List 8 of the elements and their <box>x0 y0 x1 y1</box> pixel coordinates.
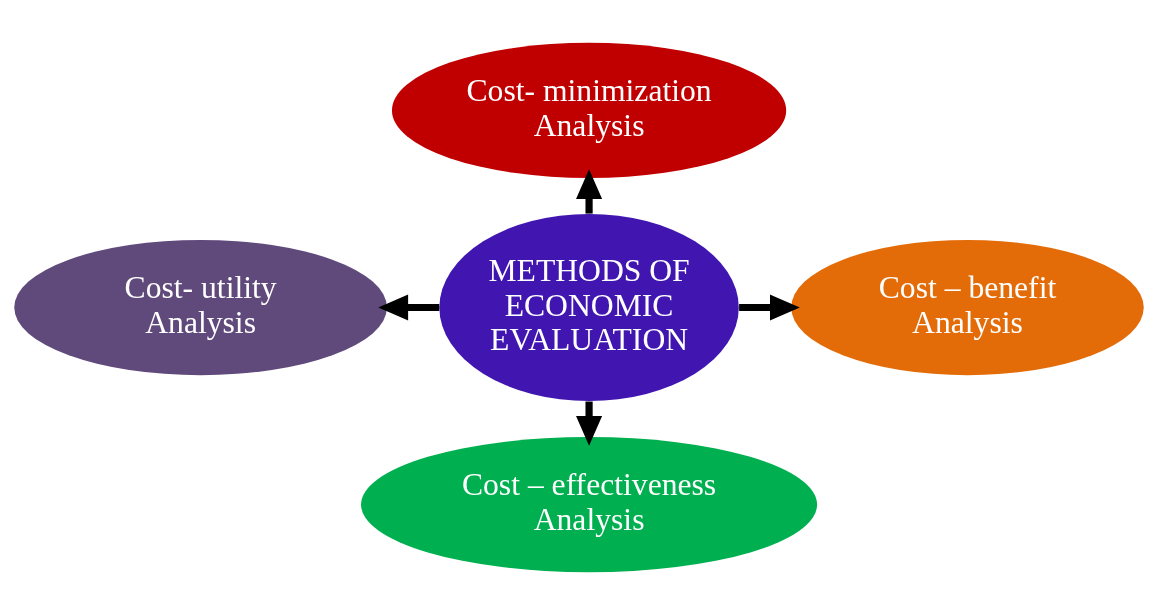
node-ellipse: Cost – effectiveness Analysis <box>361 437 818 573</box>
arrow <box>378 294 440 321</box>
node-ellipse: Cost- utility Analysis <box>14 239 387 376</box>
arrow <box>739 294 800 321</box>
node-ellipse: Cost- minimization Analysis <box>391 42 787 178</box>
node-ellipse: Cost – benefit Analysis <box>791 239 1144 376</box>
node-ellipse: METHODS OF ECONOMIC EVALUATION <box>439 214 739 401</box>
arrow <box>576 169 603 214</box>
